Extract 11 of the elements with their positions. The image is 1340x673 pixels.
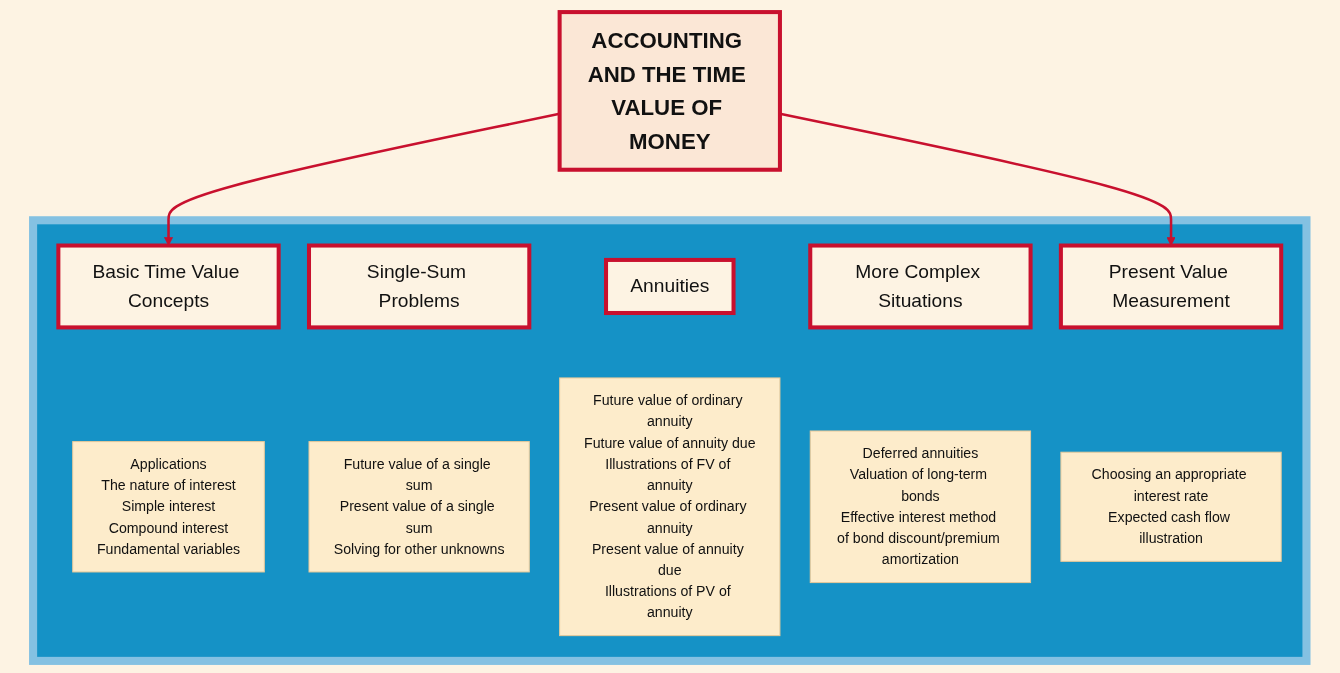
bullet-list-card: Applications The nature of interest Simple interest Compound interest Fundamental variables: [72, 441, 266, 573]
heading-box: Present Value Measurement: [1059, 243, 1284, 330]
bullet-list-card: Deferred annuities Valuation of long-term bonds Effective interest method of bond discount/premium amortization: [809, 430, 1032, 584]
bullet-list-card: Future value of a single sum Present value of a single sum Solving for other unknowns: [308, 441, 531, 573]
heading-box: Single-Sum Problems: [307, 243, 532, 330]
title-box: ACCOUNTING AND THE TIME VALUE OF MONEY: [557, 10, 783, 172]
heading-box: Basic Time Value Concepts: [56, 243, 281, 330]
heading-box: Annuities: [604, 257, 736, 315]
bullet-list-card: Future value of ordinary annuity Future value of annuity due Illustrations of FV of annuity Present value of ordinary annuity Present value of annuity due Illustrations of PV of annuity: [559, 377, 781, 637]
heading-box: More Complex Situations: [808, 243, 1033, 330]
bullet-list-card: Choosing an appropriate interest rate Expected cash flow illustration: [1060, 451, 1282, 562]
